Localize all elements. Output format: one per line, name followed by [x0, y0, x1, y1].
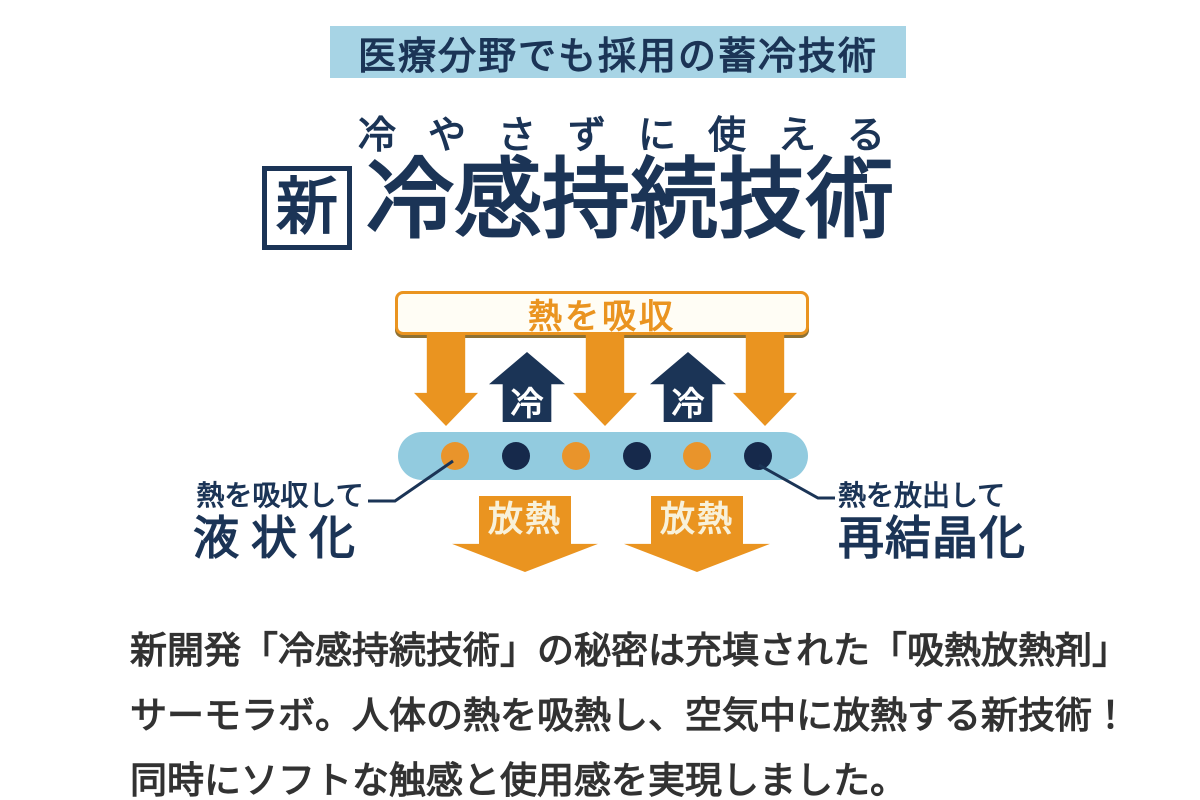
storage-bar — [398, 432, 808, 480]
heat-down-arrow-icon — [573, 334, 637, 426]
heat-release-label: 放熱 — [659, 500, 734, 539]
heat-absorb-label: 熱を吸収 — [528, 297, 676, 336]
page-title: 冷感持続技術 — [366, 150, 895, 249]
pcm-dot-navy — [501, 442, 530, 470]
top-banner: 医療分野でも採用の蓄冷技術 — [330, 26, 906, 78]
cold-label: 冷 — [671, 385, 705, 422]
recrystallize-note-line1: 熱を放出して — [838, 480, 1006, 511]
banner-label: 医療分野でも採用の蓄冷技術 — [357, 35, 878, 78]
pcm-dot-orange — [683, 442, 712, 470]
new-badge: 新 — [262, 166, 352, 250]
recrystallize-note-line2: 再結晶化 — [838, 512, 1026, 564]
pcm-dot-navy — [744, 442, 772, 470]
cold-up-arrow-icon: 冷 — [489, 352, 565, 422]
heat-absorb-box: 熱を吸収 — [395, 291, 809, 336]
description-paragraph: 新開発「冷感持続技術」の秘密は充填された「吸熱放熱剤」 サーモラボ。人体の熱を吸… — [130, 618, 1129, 800]
heat-down-arrow-icon — [733, 334, 797, 426]
heat-release-label: 放熱 — [487, 500, 562, 539]
description-line: 新開発「冷感持続技術」の秘密は充填された「吸熱放熱剤」 — [130, 630, 1129, 671]
pcm-dot-orange — [441, 442, 469, 470]
heat-release-arrow-icon: 放熱 — [452, 496, 598, 572]
tagline-text: 冷やさずに使える — [358, 115, 917, 157]
liquefy-note-line1: 熱を吸収して — [196, 480, 364, 511]
cold-label: 冷 — [510, 385, 544, 422]
description-line: サーモラボ。人体の熱を吸熱し、空気中に放熱する新技術！ — [130, 695, 1129, 736]
pcm-dot-navy — [622, 442, 651, 470]
recrystallize-note: 熱を放出して 再結晶化 — [838, 480, 1048, 562]
liquefy-note-line2: 液状化 — [193, 512, 367, 564]
description-line: 同時にソフトな触感と使用感を実現しました。 — [130, 760, 907, 800]
liquefy-note: 熱を吸収して 液状化 — [176, 480, 384, 562]
heat-down-arrow-icon — [414, 334, 478, 426]
pcm-dot-orange — [562, 442, 591, 470]
new-badge-label: 新 — [275, 173, 338, 242]
heat-release-arrow-icon: 放熱 — [624, 496, 770, 572]
cold-up-arrow-icon: 冷 — [650, 352, 726, 422]
